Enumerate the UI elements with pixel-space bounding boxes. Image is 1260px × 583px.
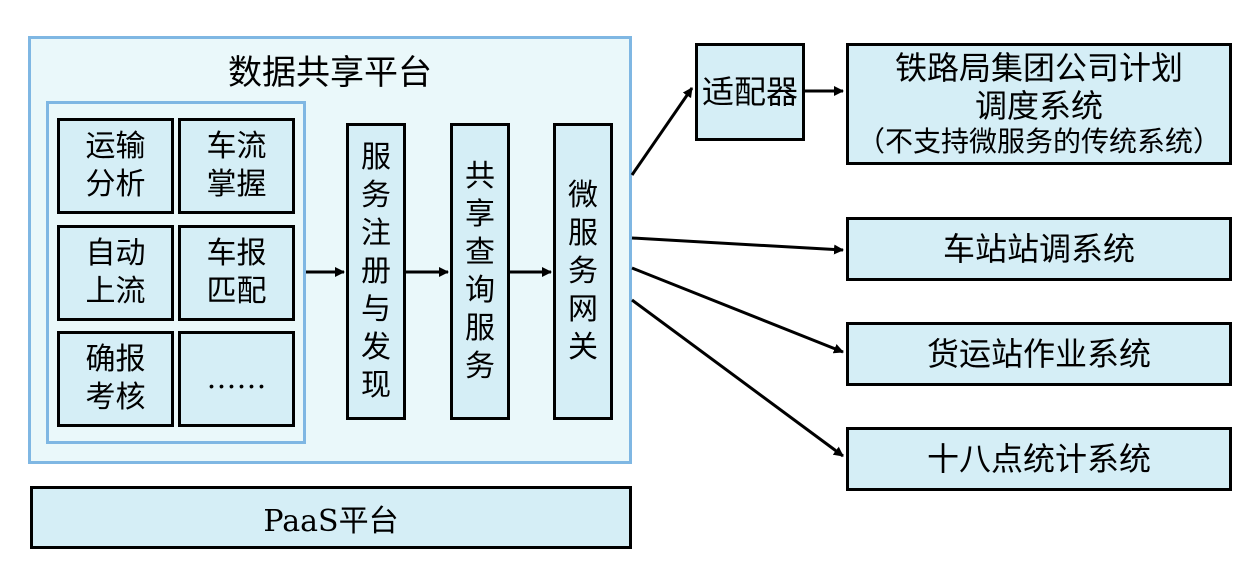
stage-char: 注	[361, 215, 391, 251]
stage-char: 服	[361, 139, 391, 175]
stage-char: 务	[568, 253, 598, 289]
shared-query-box: 共 享 查 询 服 务	[450, 123, 510, 420]
railway-dispatch-system-box: 铁路局集团公司计划 调度系统 （不支持微服务的传统系统）	[846, 43, 1232, 165]
stage-char: 共	[465, 158, 495, 194]
stage-char: 务	[361, 177, 391, 213]
microservice-gateway-box: 微 服 务 网 关	[553, 123, 613, 420]
adapter-label: 适配器	[701, 73, 798, 111]
railway-system-note: （不支持微服务的传统系统）	[856, 125, 1221, 158]
module-car-flow: 车流 掌握	[178, 118, 295, 214]
stage-char: 查	[465, 234, 495, 270]
stage-char: 享	[465, 196, 495, 232]
stage-char: 网	[568, 291, 598, 327]
arrow-gateway-to-adapter	[630, 87, 694, 176]
railway-system-line1: 铁路局集团公司计划	[894, 49, 1183, 87]
stage-char: 与	[361, 291, 391, 327]
stage-char: 现	[361, 367, 391, 403]
service-registry-box: 服 务 注 册 与 发 现	[346, 123, 406, 420]
stage-char: 发	[361, 329, 391, 365]
module-transport-analysis: 运输 分析	[57, 118, 174, 214]
eighteen-point-stats-system-box: 十八点统计系统	[846, 427, 1232, 491]
module-more: ……	[178, 331, 295, 427]
module-report-match: 车报 匹配	[178, 225, 295, 321]
module-report-check: 确报 考核	[57, 331, 174, 427]
stage-char: 服	[465, 310, 495, 346]
stage-char: 微	[568, 177, 598, 213]
system-label: 车站站调系统	[942, 230, 1135, 268]
station-dispatch-system-box: 车站站调系统	[846, 217, 1232, 281]
stage-char: 关	[568, 329, 598, 365]
system-label: 十八点统计系统	[926, 440, 1151, 478]
stage-char: 册	[361, 253, 391, 289]
platform-title: 数据共享平台	[228, 53, 432, 93]
railway-system-line2: 调度系统	[974, 87, 1103, 125]
freight-station-system-box: 货运站作业系统	[846, 322, 1232, 386]
arrow-gateway-to-stats	[631, 298, 844, 458]
arrow-gateway-to-freight	[631, 266, 844, 354]
paas-platform-box: PaaS平台	[30, 486, 632, 549]
stage-char: 询	[465, 272, 495, 308]
system-label: 货运站作业系统	[926, 335, 1151, 373]
stage-char: 服	[568, 215, 598, 251]
stage-char: 务	[465, 348, 495, 384]
module-auto-upflow: 自动 上流	[57, 225, 174, 321]
adapter-box: 适配器	[695, 43, 805, 141]
arrow-gateway-to-station	[631, 236, 844, 255]
paas-label: PaaS平台	[263, 503, 399, 539]
